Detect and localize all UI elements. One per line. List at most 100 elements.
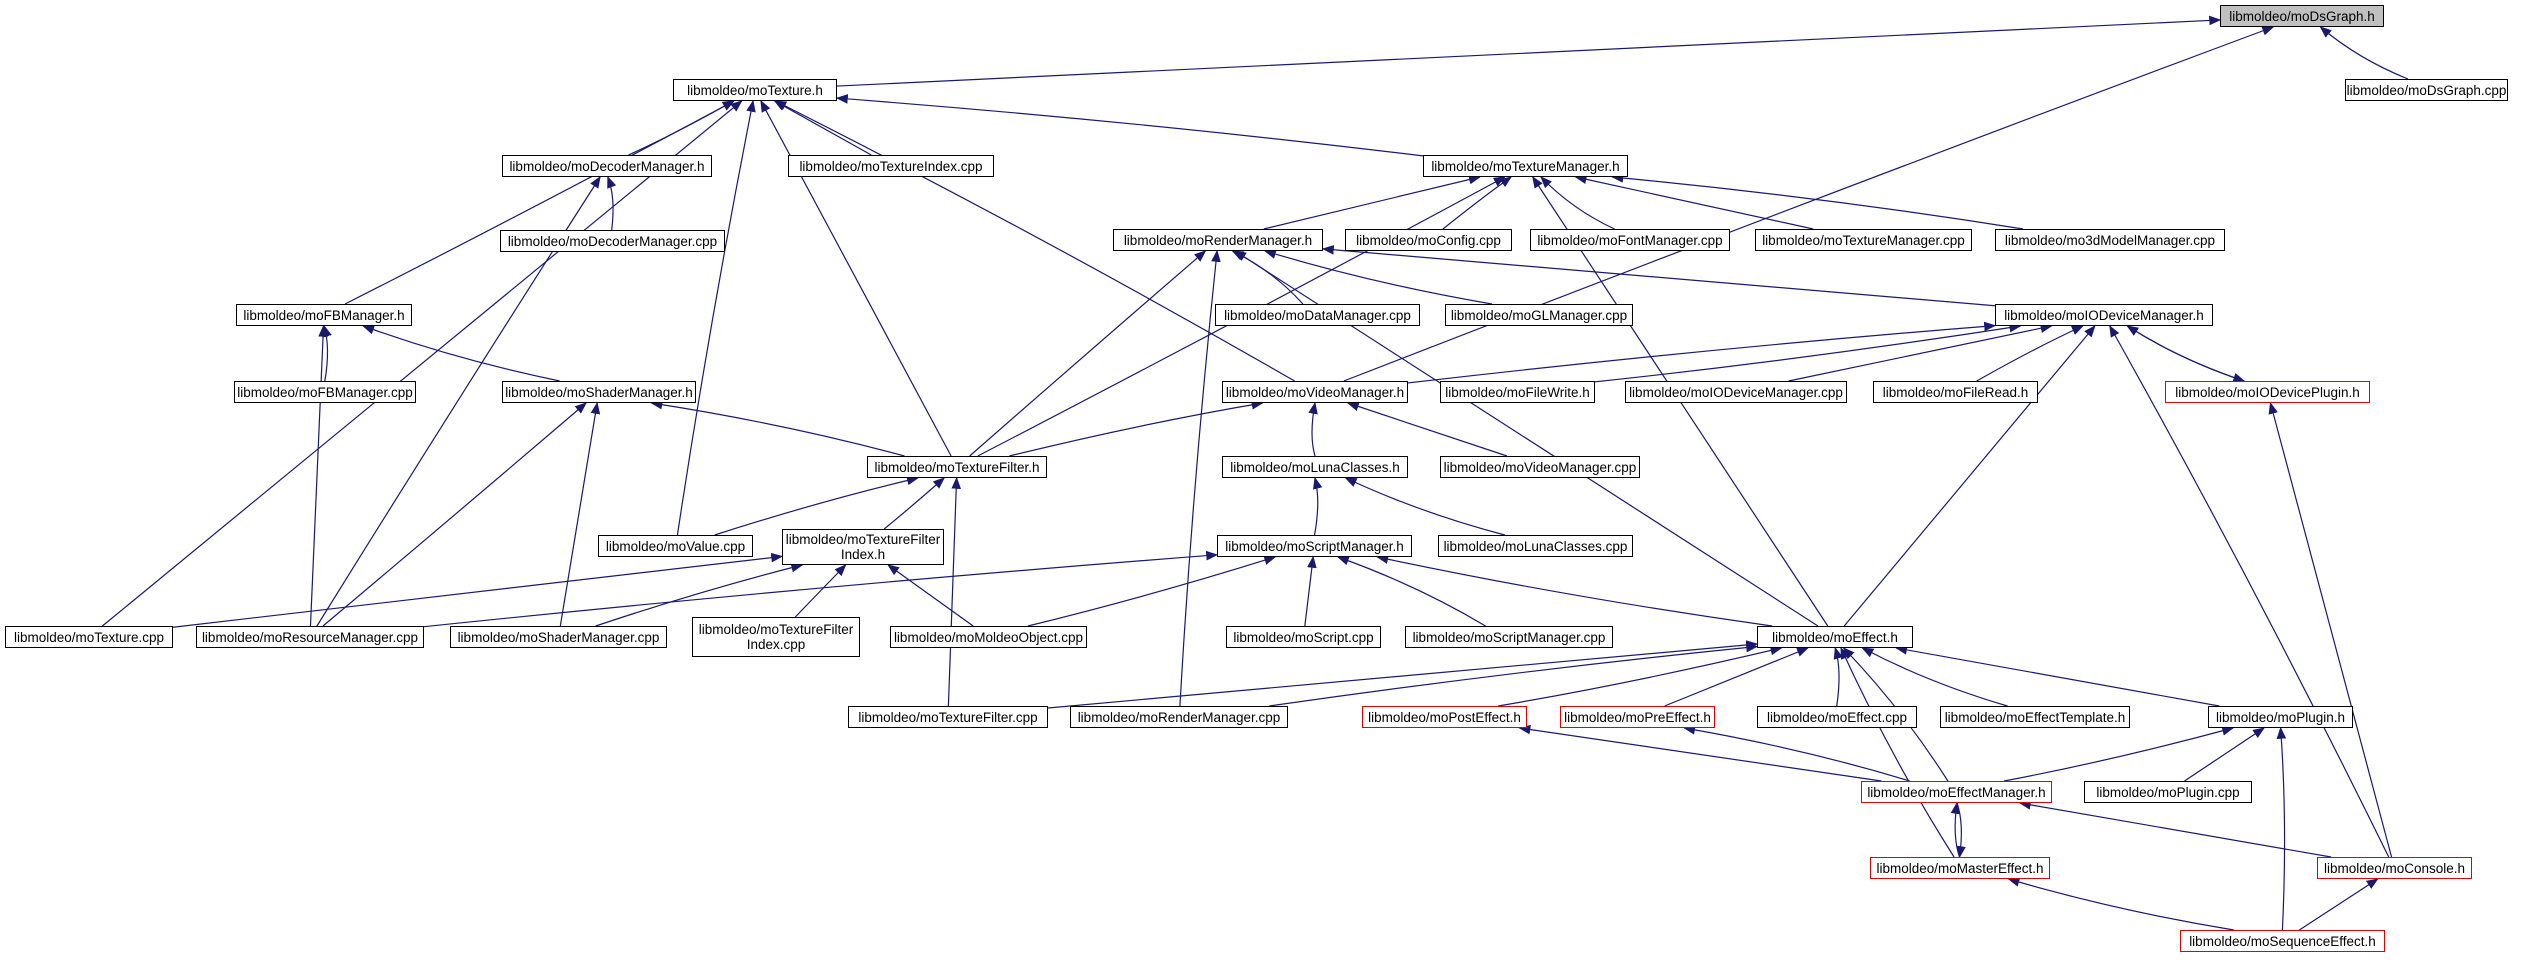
node-moconfig-cpp[interactable]: libmoldeo/moConfig.cpp: [1345, 229, 1512, 251]
node-moscript-cpp[interactable]: libmoldeo/moScript.cpp: [1226, 626, 1381, 648]
edge-n24-to-n3: [760, 99, 952, 457]
node-mofbmanager-cpp[interactable]: libmoldeo/moFBManager.cpp: [234, 381, 416, 403]
node-motexturefilterindex-cpp[interactable]: libmoldeo/moTextureFilter Index.cpp: [692, 617, 860, 657]
node-modecodermanager-cpp[interactable]: libmoldeo/moDecoderManager.cpp: [500, 230, 725, 252]
edge-n8-to-n6: [1263, 174, 1481, 230]
edge-n32-to-n18: [322, 402, 587, 627]
edge-n38-to-n29: [1376, 554, 1773, 627]
node-motexturemanager-cpp[interactable]: libmoldeo/moTextureManager.cpp: [1755, 229, 1972, 251]
node-moconsole-h[interactable]: libmoldeo/moConsole.h: [2317, 857, 2472, 879]
edge-n18-to-n13: [362, 325, 560, 382]
edge-n24-to-n19: [1009, 400, 1264, 457]
edge-n21-to-n16: [1788, 323, 2053, 382]
edge-n46-to-n48: [1956, 802, 1966, 859]
node-moscriptmanager-cpp[interactable]: libmoldeo/moScriptManager.cpp: [1405, 626, 1613, 648]
node-modsgraph-cpp[interactable]: libmoldeo/moDsGraph.cpp: [2345, 79, 2508, 101]
node-motextureindex-cpp[interactable]: libmoldeo/moTextureIndex.cpp: [788, 155, 994, 177]
edge-n37-to-n29: [1336, 556, 1486, 627]
node-movideomanager-cpp[interactable]: libmoldeo/moVideoManager.cpp: [1440, 456, 1640, 478]
node-motexturefilterindex-h[interactable]: libmoldeo/moTextureFilter Index.h: [782, 529, 944, 565]
node-motexturefilter-h[interactable]: libmoldeo/moTextureFilter.h: [867, 456, 1047, 478]
edge-n2-to-n1: [2319, 26, 2409, 80]
edge-n16-to-n23: [2127, 325, 2246, 383]
edge-n49-to-n23: [2268, 401, 2393, 858]
node-modsgraph-h[interactable]: libmoldeo/moDsGraph.h: [2220, 5, 2384, 27]
edge-n35-to-n29: [1027, 555, 1277, 627]
edge-n10-to-n6: [1540, 176, 1615, 230]
node-moplugin-h[interactable]: libmoldeo/moPlugin.h: [2208, 706, 2353, 728]
node-motexture-cpp[interactable]: libmoldeo/moTexture.cpp: [5, 626, 173, 648]
edge-n40-to-n8: [1179, 249, 1221, 707]
edge-n20-to-n16: [1594, 322, 2022, 383]
edge-n3-to-n1: [836, 15, 2222, 87]
node-mofbmanager-h[interactable]: libmoldeo/moFBManager.h: [236, 304, 412, 326]
edge-n38-to-n16: [1843, 325, 2096, 627]
edge-n50-to-n45: [2276, 726, 2287, 931]
edge-n27-to-n24: [714, 475, 919, 536]
edge-n34-to-n28: [794, 564, 847, 618]
node-molunaclasses-cpp[interactable]: libmoldeo/moLunaClasses.cpp: [1438, 535, 1633, 557]
edge-n31-to-n28: [172, 552, 784, 628]
edge-n36-to-n29: [1304, 555, 1317, 627]
edge-n5-to-n3: [773, 100, 872, 156]
edge-n30-to-n25: [1344, 477, 1505, 536]
node-motexturemanager-h[interactable]: libmoldeo/moTextureManager.h: [1423, 155, 1628, 177]
edge-n50-to-n48: [2007, 877, 2234, 931]
edge-n22-to-n16: [1976, 325, 2084, 382]
node-moscriptmanager-h[interactable]: libmoldeo/moScriptManager.h: [1217, 535, 1412, 557]
edge-n46-to-n42: [1683, 725, 1910, 782]
node-morendermanager-h[interactable]: libmoldeo/moRenderManager.h: [1113, 229, 1323, 251]
edge-n23-to-n16: [2126, 325, 2245, 382]
node-mosequenceeffect-h[interactable]: libmoldeo/moSequenceEffect.h: [2180, 930, 2385, 952]
node-mopreeffect-h[interactable]: libmoldeo/moPreEffect.h: [1560, 706, 1715, 728]
node-movalue-cpp[interactable]: libmoldeo/moValue.cpp: [598, 535, 753, 557]
edge-n39-to-n24: [947, 476, 962, 707]
edge-n24-to-n18: [650, 399, 905, 457]
node-moiodeviceplugin-h[interactable]: libmoldeo/moIODevicePlugin.h: [2165, 381, 2370, 403]
edge-n25-to-n19: [1308, 401, 1318, 457]
node-moshadermanager-h[interactable]: libmoldeo/moShaderManager.h: [502, 381, 696, 403]
node-momastereffect-h[interactable]: libmoldeo/moMasterEffect.h: [1870, 857, 2050, 879]
node-moglmanager-cpp[interactable]: libmoldeo/moGLManager.cpp: [1445, 304, 1633, 326]
edge-n49-to-n46: [2018, 800, 2332, 858]
edge-n12-to-n6: [1611, 173, 2024, 230]
edge-n50-to-n49: [2299, 878, 2379, 931]
node-moeffecttemplate-h[interactable]: libmoldeo/moEffectTemplate.h: [1940, 706, 2130, 728]
edge-n19-to-n16: [1407, 321, 1997, 384]
edge-n6-to-n3: [835, 94, 1424, 157]
node-momoldeoobject-cpp[interactable]: libmoldeo/moMoldeoObject.cpp: [890, 626, 1087, 648]
node-mopostEffect-h[interactable]: libmoldeo/moPostEffect.h: [1362, 706, 1527, 728]
node-mofilewrite-h[interactable]: libmoldeo/moFileWrite.h: [1440, 381, 1595, 403]
node-modecodermanager-h[interactable]: libmoldeo/moDecoderManager.h: [502, 155, 712, 177]
node-moeffect-cpp[interactable]: libmoldeo/moEffect.cpp: [1757, 706, 1917, 728]
node-molunaclasses-h[interactable]: libmoldeo/moLunaClasses.h: [1222, 456, 1408, 478]
node-mofileread-h[interactable]: libmoldeo/moFileRead.h: [1873, 381, 2038, 403]
edge-n47-to-n45: [2184, 727, 2265, 782]
edge-n29-to-n25: [1312, 476, 1323, 536]
node-motexture-h[interactable]: libmoldeo/moTexture.h: [673, 79, 837, 101]
node-moeffectmanager-h[interactable]: libmoldeo/moEffectManager.h: [1861, 781, 2052, 803]
edge-n32-to-n13: [309, 324, 328, 627]
edge-n28-to-n24: [883, 477, 945, 530]
edge-n41-to-n38: [1498, 645, 1783, 707]
node-moresourcemanager-cpp[interactable]: libmoldeo/moResourceManager.cpp: [196, 626, 424, 648]
node-moiodevicemanager-h[interactable]: libmoldeo/moIODeviceManager.h: [1995, 304, 2213, 326]
node-mo3dmodelmanager-cpp[interactable]: libmoldeo/mo3dModelManager.cpp: [1995, 229, 2225, 251]
edge-n33-to-n18: [559, 401, 601, 627]
node-morendermanager-cpp[interactable]: libmoldeo/moRenderManager.cpp: [1070, 706, 1288, 728]
node-moshadermanager-cpp[interactable]: libmoldeo/moShaderManager.cpp: [450, 626, 667, 648]
edge-n48-to-n38: [1840, 646, 1955, 858]
node-moplugin-cpp[interactable]: libmoldeo/moPlugin.cpp: [2084, 781, 2252, 803]
edge-n11-to-n6: [1574, 174, 1814, 230]
edge-n40-to-n38: [1269, 642, 1759, 707]
edge-n45-to-n38: [1895, 645, 2220, 707]
node-modatamanager-cpp[interactable]: libmoldeo/moDataManager.cpp: [1215, 304, 1420, 326]
node-moiodevicemanager-cpp[interactable]: libmoldeo/moIODeviceManager.cpp: [1625, 381, 1847, 403]
edge-n9-to-n6: [1442, 176, 1513, 230]
node-movideomanager-h[interactable]: libmoldeo/moVideoManager.h: [1222, 381, 1408, 403]
node-moeffect-h[interactable]: libmoldeo/moEffect.h: [1757, 626, 1913, 648]
node-motexturefilter-cpp[interactable]: libmoldeo/moTextureFilter.cpp: [848, 706, 1048, 728]
node-mofontmanager-cpp[interactable]: libmoldeo/moFontManager.cpp: [1530, 229, 1730, 251]
edge-n39-to-n38: [1047, 640, 1759, 709]
